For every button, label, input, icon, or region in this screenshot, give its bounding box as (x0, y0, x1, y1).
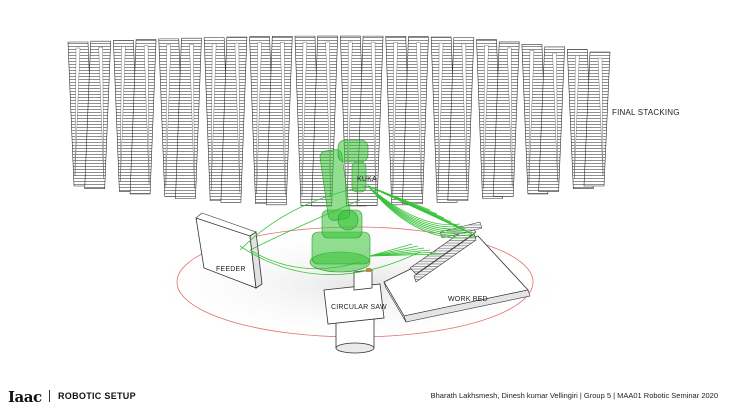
stacking-panel (129, 39, 157, 195)
stacking-panel-twist (574, 55, 580, 179)
work-bed-label: WORK BED (448, 296, 488, 303)
stacking-panel-twist (98, 46, 104, 179)
circular-saw-label: CIRCULAR SAW (331, 304, 387, 311)
stacking-panel-twist (507, 47, 513, 187)
stacking-panel-twist (189, 44, 195, 189)
iaac-logo: Iaac (8, 388, 42, 406)
kuka-label: KUKA (357, 176, 377, 183)
tool-path-line (369, 245, 419, 257)
stacking-panel-twist (210, 43, 217, 191)
stacking-panel (492, 41, 520, 197)
stacking-panel (265, 36, 293, 206)
final-stacking-wall (67, 35, 611, 207)
stacking-panel-twist (370, 41, 377, 196)
stacking-panel (583, 51, 611, 187)
stacking-panel-twist (392, 42, 398, 195)
tool-path-line (239, 245, 421, 275)
tool-path-line (367, 185, 470, 232)
stacking-panel-twist (256, 42, 262, 194)
stacking-panel-twist (461, 43, 468, 191)
stacking-panel-twist (280, 42, 286, 195)
tool-path-line (367, 185, 473, 235)
stacking-panel-twist (437, 42, 444, 193)
stacking-panel-twist (234, 42, 241, 193)
stacking-panel (402, 36, 429, 205)
section-title: ROBOTIC SETUP (58, 391, 136, 401)
footer-divider (49, 390, 50, 402)
tool-path-line (367, 185, 464, 228)
stacking-panel-twist (143, 45, 150, 184)
tool-path-line (369, 253, 443, 257)
stacking-panel (84, 40, 112, 190)
feeder-label: FEEDER (216, 266, 246, 273)
stacking-panel-twist (552, 52, 558, 182)
robotic-setup-diagram (67, 35, 611, 354)
tool-path-line (367, 185, 473, 234)
stacking-panel-twist (165, 44, 171, 187)
stacking-panel-twist (528, 50, 535, 184)
stacking-panel (220, 36, 248, 203)
stacking-panel (447, 37, 475, 201)
tool-path-line (367, 185, 479, 239)
tool-path-line (367, 185, 476, 237)
kuka-robot-arm (309, 139, 371, 273)
final-stacking-label: FINAL STACKING (612, 108, 680, 117)
stacking-panel (175, 37, 202, 199)
tool-path-line (367, 185, 467, 230)
credits-text: Bharath Lakhsmesh, Dinesh kumar Vellingi… (430, 391, 718, 400)
stacking-panel-twist (74, 47, 81, 177)
tool-path-line (369, 247, 425, 257)
tool-path-line (239, 185, 369, 251)
stacking-panel-twist (120, 46, 126, 182)
footer-bar: Iaac ROBOTIC SETUP Bharath Lakhsmesh, Di… (0, 382, 730, 411)
stacking-panel-twist (483, 45, 489, 189)
stacking-panel (538, 46, 565, 192)
feeder-station (195, 212, 263, 289)
robot-tool-paths (239, 185, 479, 275)
stacking-panel-twist (301, 41, 308, 196)
stacking-panel-twist (416, 42, 422, 194)
circular-saw (323, 268, 385, 354)
tool-path-line (369, 243, 413, 257)
stacking-panel-twist (597, 57, 604, 177)
